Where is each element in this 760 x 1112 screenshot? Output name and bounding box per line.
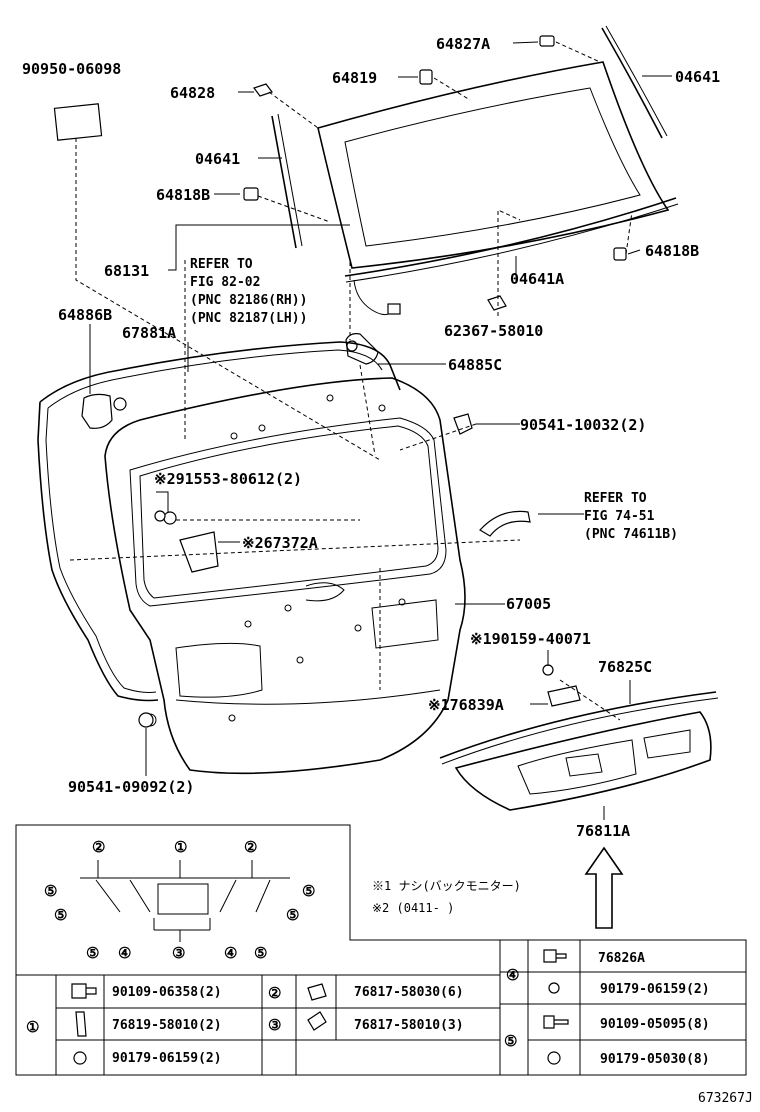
label-68131: 68131 [104, 262, 149, 280]
label-64827a: 64827A [436, 35, 490, 53]
label-90541-09092: 90541-09092(2) [68, 778, 194, 796]
back-door-panel [37, 341, 466, 775]
ref-fig-74-line3: (PNC 74611B) [584, 527, 678, 542]
inset-callout-3: ③ [172, 944, 185, 962]
label-64819: 64819 [332, 69, 377, 87]
label-67881a: 67881A [122, 324, 176, 342]
inset-callout-2-left: ② [92, 838, 105, 856]
inset-fastener-layout: ② ① ② ⑤ ⑤ ⑤ ⑤ ⑤ ④ ③ ④ ⑤ [44, 838, 315, 962]
label-64885c: 64885C [448, 356, 502, 374]
screw-icon [543, 949, 567, 963]
guide-lines [69, 41, 633, 721]
table-part-76819-58010: 76819-58010(2) [112, 1018, 222, 1033]
inset-callout-5-c: ⑤ [302, 882, 315, 900]
inset-callout-5-d: ⑤ [286, 906, 299, 924]
table-part-90179-06159-a: 90179-06159(2) [112, 1051, 222, 1066]
ref-fig-74-line2: FIG 74-51 [584, 509, 655, 524]
parts-table-frame [15, 824, 747, 1076]
inset-callout-4-a: ④ [118, 944, 131, 962]
label-64828: 64828 [170, 84, 215, 102]
ref-fig-82-line2: FIG 82-02 [190, 275, 260, 290]
leader-lines [89, 41, 672, 820]
inset-callout-2-right: ② [244, 838, 257, 856]
note-2: ※2 (0411- ) [372, 901, 454, 915]
table-part-76817-58030: 76817-58030(6) [354, 985, 464, 1000]
back-door-damper-stay [479, 510, 531, 537]
back-window-glass [271, 25, 679, 283]
label-90159-40071: ※190159-40071 [470, 630, 591, 648]
bolt-icon [71, 983, 97, 999]
table-mark-3: ③ [268, 1016, 281, 1034]
label-67005: 67005 [506, 595, 551, 613]
table-header-76826a: 76826A [598, 951, 645, 966]
inset-callout-5-f: ⑤ [254, 944, 267, 962]
note-1: ※1 ナシ(バックモニター) [372, 879, 521, 893]
up-arrow-icon [584, 846, 624, 929]
label-91553-80612: ※291553-80612(2) [154, 470, 302, 488]
ref-fig-82-line1: REFER TO [190, 257, 253, 272]
defogger-connector [353, 279, 507, 316]
label-76811a: 76811A [576, 822, 630, 840]
ref-fig-82-line4: (PNC 82187(LH)) [190, 311, 307, 326]
nut-icon [73, 1051, 87, 1065]
hinges [81, 333, 473, 435]
ref-fig-74-line1: REFER TO [584, 491, 647, 506]
label-64886b: 64886B [58, 306, 112, 324]
footer-code: 673267J [698, 1091, 753, 1106]
table-mark-4: ④ [506, 966, 519, 984]
label-76839a: ※176839A [428, 696, 504, 714]
table-part-76817-58010: 76817-58010(3) [354, 1018, 464, 1033]
inset-callout-4-b: ④ [224, 944, 237, 962]
bolt-icon [543, 1015, 569, 1029]
label-64818b-left: 64818B [156, 186, 210, 204]
inset-callout-1: ① [174, 838, 187, 856]
grommet-icon [307, 983, 327, 1001]
back-door-garnish [138, 510, 719, 811]
clip-icon [307, 1011, 327, 1031]
table-mark-5: ⑤ [504, 1032, 517, 1050]
nut-icon [547, 1051, 561, 1065]
label-04641-left: 04641 [195, 150, 240, 168]
label-04641-top: 04641 [675, 68, 720, 86]
table-part-90109-06358: 90109-06358(2) [112, 985, 222, 1000]
table-part-90179-05030: 90179-05030(8) [600, 1052, 710, 1067]
inset-callout-5-a: ⑤ [44, 882, 57, 900]
table-mark-1: ① [26, 1018, 39, 1036]
label-90541-10032: 90541-10032(2) [520, 416, 646, 434]
table-part-90109-05095: 90109-05095(8) [600, 1017, 710, 1032]
label-90950-06098: 90950-06098 [22, 60, 121, 78]
parts-table: 76826A ④ ⑤ ① ② ③ 90109-06358(2) 76819-58… [26, 949, 710, 1067]
clip-icon [75, 1011, 87, 1037]
part-labels: 90950-06098 64828 64819 64827A 04641 046… [22, 35, 753, 1106]
table-mark-2: ② [268, 984, 281, 1002]
label-76825c: 76825C [598, 658, 652, 676]
label-64818b-right: 64818B [645, 242, 699, 260]
table-part-90179-06159-b: 90179-06159(2) [600, 982, 710, 997]
inset-callout-5-e: ⑤ [86, 944, 99, 962]
nut-icon [548, 982, 560, 994]
label-62367-58010: 62367-58010 [444, 322, 543, 340]
label-04641a: 04641A [510, 270, 564, 288]
inset-callout-5-b: ⑤ [54, 906, 67, 924]
label-67372a: ※267372A [242, 534, 318, 552]
ref-fig-82-line3: (PNC 82186(RH)) [190, 293, 307, 308]
